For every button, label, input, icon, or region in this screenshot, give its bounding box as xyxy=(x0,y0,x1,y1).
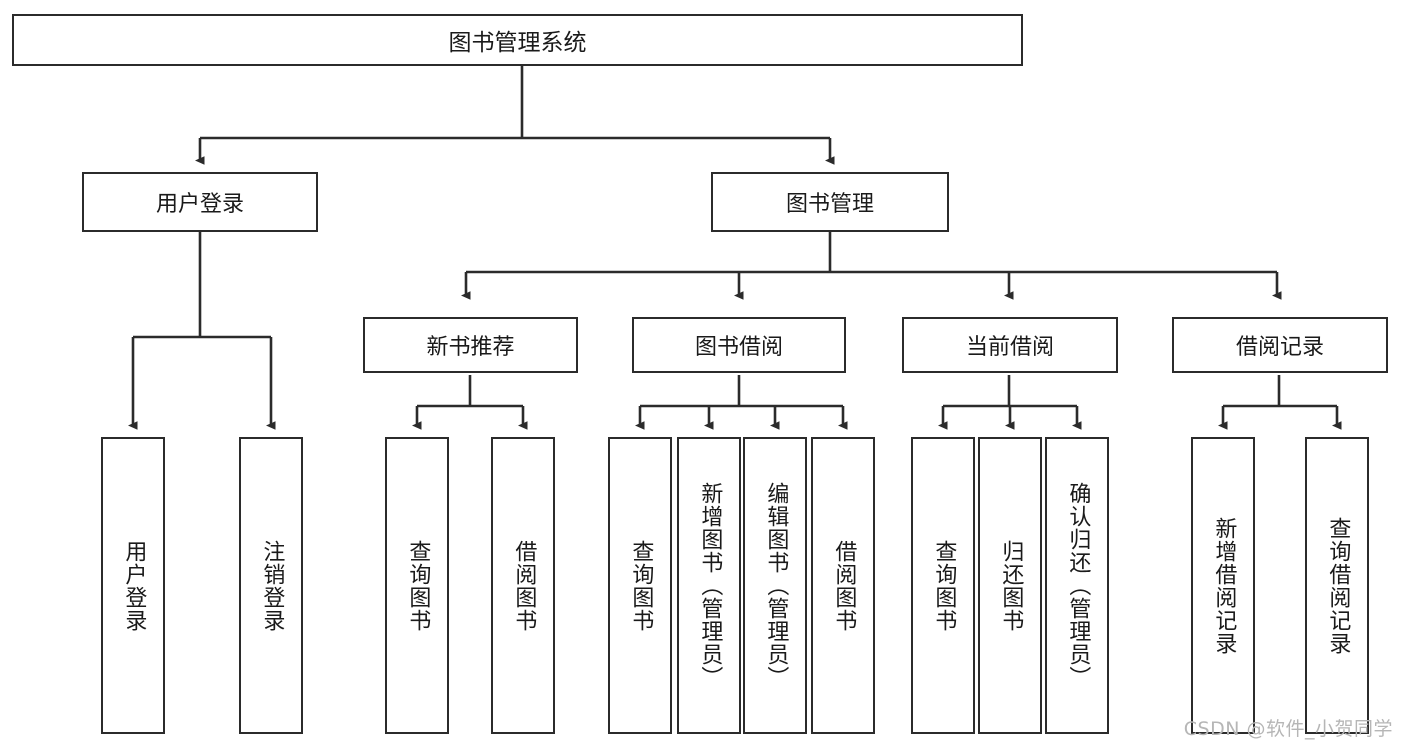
leaf-borrow-book-2[interactable]: 借阅图书 xyxy=(811,437,875,734)
node-label: 新增图书（管理员） xyxy=(697,482,723,689)
node-borrow-record[interactable]: 借阅记录 xyxy=(1172,317,1388,373)
node-label: 借阅图书 xyxy=(831,539,857,632)
node-label: 查询借阅记录 xyxy=(1325,516,1351,655)
node-current-borrow[interactable]: 当前借阅 xyxy=(902,317,1118,373)
leaf-confirm-return-admin[interactable]: 确认归还（管理员） xyxy=(1045,437,1109,734)
leaf-return-book[interactable]: 归还图书 xyxy=(978,437,1042,734)
node-label: 当前借阅 xyxy=(965,335,1054,360)
leaf-query-book-3[interactable]: 查询图书 xyxy=(911,437,975,734)
node-label: 归还图书 xyxy=(998,539,1024,632)
node-label: 注销登录 xyxy=(259,539,285,632)
node-label: 图书管理 xyxy=(785,192,874,217)
leaf-edit-book-admin[interactable]: 编辑图书（管理员） xyxy=(743,437,807,734)
node-book-borrow[interactable]: 图书借阅 xyxy=(632,317,846,373)
leaf-add-borrow-record[interactable]: 新增借阅记录 xyxy=(1191,437,1255,734)
node-label: 图书借阅 xyxy=(694,335,783,360)
node-label: 用户登录 xyxy=(155,192,244,217)
leaf-query-book-2[interactable]: 查询图书 xyxy=(608,437,672,734)
node-label: 查询图书 xyxy=(405,539,431,632)
node-label: 确认归还（管理员） xyxy=(1065,482,1091,689)
node-user-login[interactable]: 用户登录 xyxy=(82,172,318,232)
node-new-book-recommend[interactable]: 新书推荐 xyxy=(363,317,578,373)
leaf-add-book-admin[interactable]: 新增图书（管理员） xyxy=(677,437,741,734)
node-label: 借阅记录 xyxy=(1235,335,1324,360)
node-root-book-management-system[interactable]: 图书管理系统 xyxy=(12,14,1023,66)
node-label: 新书推荐 xyxy=(426,335,515,360)
leaf-logout-login[interactable]: 注销登录 xyxy=(239,437,303,734)
node-label: 图书管理系统 xyxy=(448,30,587,56)
leaf-borrow-book-1[interactable]: 借阅图书 xyxy=(491,437,555,734)
node-label: 查询图书 xyxy=(628,539,654,632)
node-label: 新增借阅记录 xyxy=(1211,516,1237,655)
csdn-watermark: CSDN @软件_小贺同学 xyxy=(1183,718,1393,740)
leaf-user-login[interactable]: 用户登录 xyxy=(101,437,165,734)
leaf-query-borrow-record[interactable]: 查询借阅记录 xyxy=(1305,437,1369,734)
node-label: 编辑图书（管理员） xyxy=(763,482,789,689)
node-label: 借阅图书 xyxy=(511,539,537,632)
node-label: 用户登录 xyxy=(121,539,147,632)
node-label: 查询图书 xyxy=(931,539,957,632)
leaf-query-book-1[interactable]: 查询图书 xyxy=(385,437,449,734)
node-book-management[interactable]: 图书管理 xyxy=(711,172,949,232)
